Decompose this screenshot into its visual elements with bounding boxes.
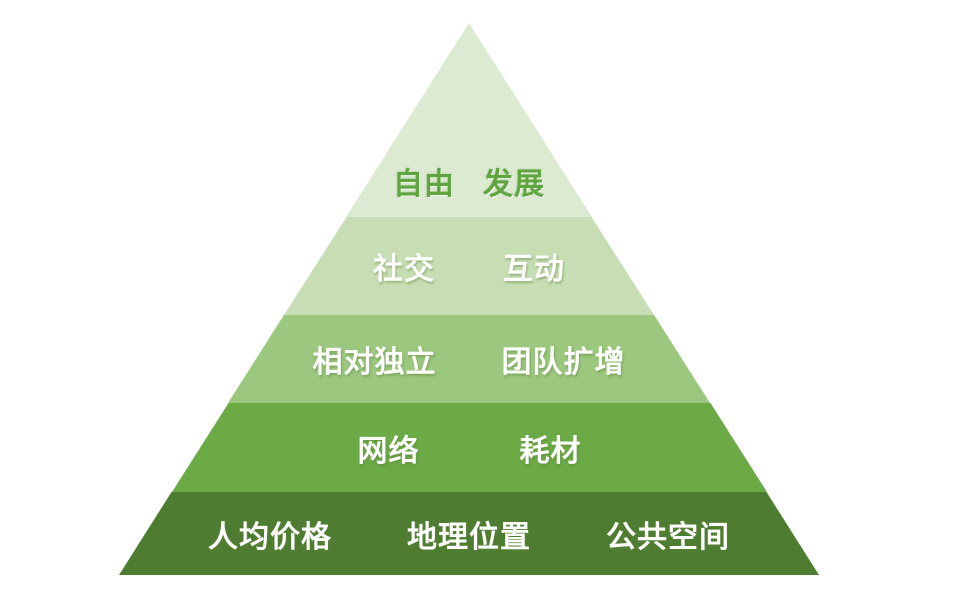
tier-3-labels: 相对独立 团队扩增: [313, 337, 626, 381]
tier-3-label-1: 相对独立: [312, 345, 437, 380]
pyramid-tier-2: 社交 互动: [284, 217, 654, 315]
tier-3-label-2: 团队扩增: [501, 345, 626, 380]
pyramid-tier-1: 自由 发展: [346, 23, 592, 217]
tier-1-label-1: 自由: [393, 167, 455, 202]
tier-2-label-2: 互动: [503, 252, 565, 287]
pyramid-tier-3: 相对独立 团队扩增: [228, 315, 710, 403]
tier-5-labels: 人均价格 地理位置 公共空间: [208, 512, 730, 556]
tier-5-label-1: 人均价格: [208, 519, 332, 555]
tier-4-label-2: 耗材: [519, 433, 582, 469]
tier-5-label-2: 地理位置: [407, 519, 531, 555]
pyramid-tier-5: 人均价格 地理位置 公共空间: [119, 492, 819, 575]
tier-4-label-1: 网络: [357, 433, 420, 469]
tier-2-labels: 社交 互动: [373, 244, 565, 288]
pyramid-tier-4: 网络 耗材: [172, 403, 767, 492]
tier-4-labels: 网络 耗材: [358, 426, 582, 470]
tier-5-label-3: 公共空间: [606, 519, 730, 555]
tier-1-label-2: 发展: [483, 167, 545, 202]
tier-1-labels: 自由 发展: [393, 159, 545, 203]
tier-2-label-1: 社交: [373, 252, 435, 287]
